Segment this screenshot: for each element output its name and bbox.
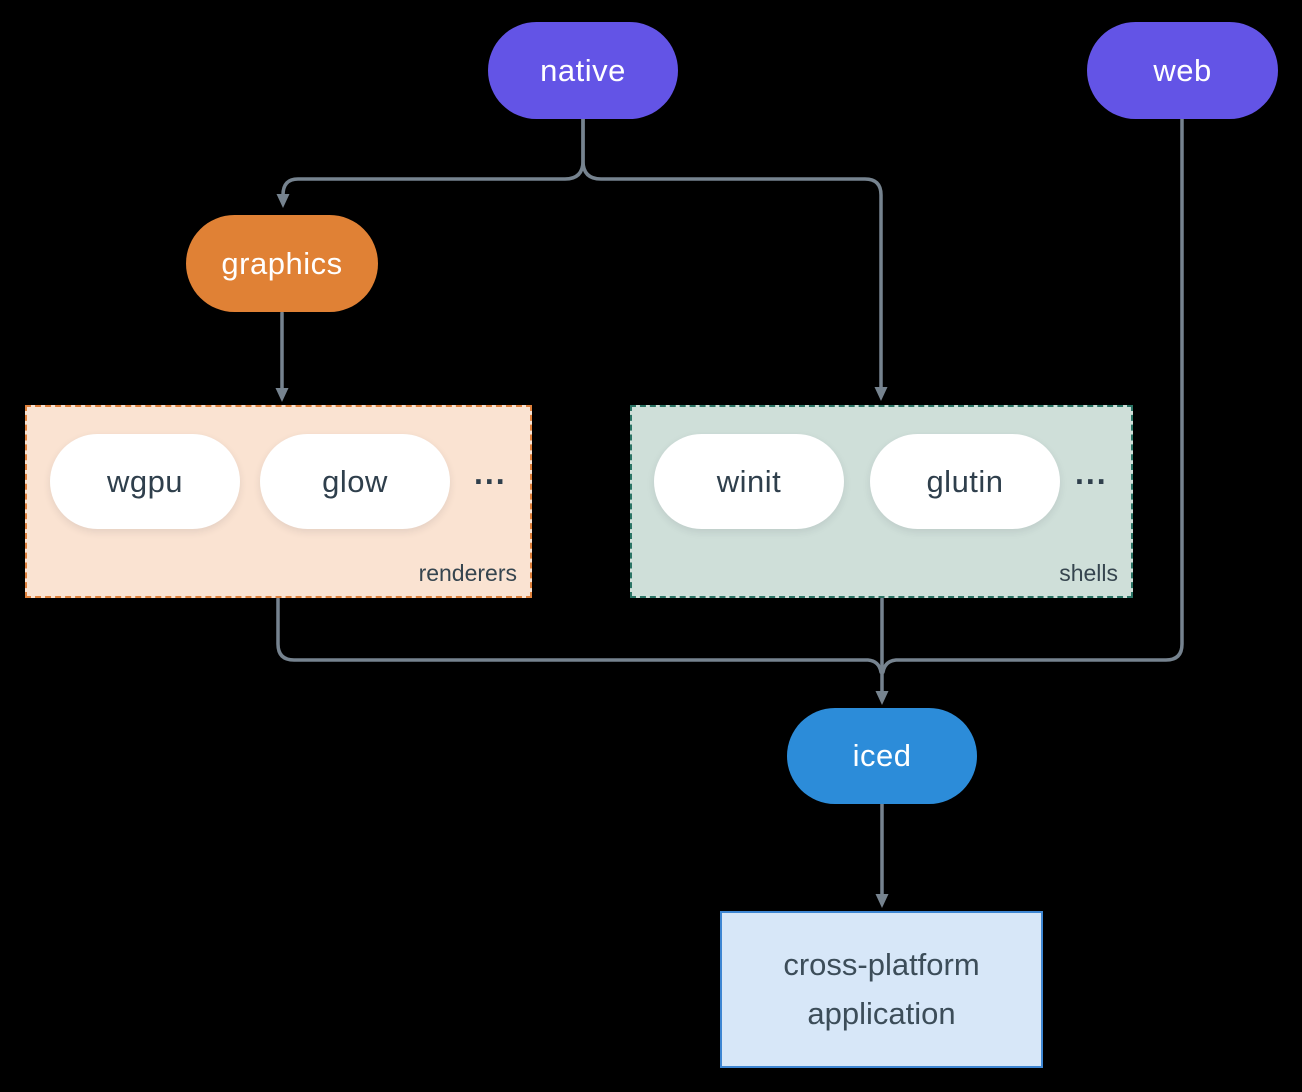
renderers-ellipsis: ... xyxy=(474,455,507,491)
node-native: native xyxy=(488,22,678,119)
connector-renderers-to-merge xyxy=(276,597,883,674)
node-wgpu: wgpu xyxy=(50,434,240,529)
shells-group-label: shells xyxy=(1059,560,1118,586)
node-cross-platform-application: cross-platform application xyxy=(720,911,1043,1068)
connector-native-to-graphics xyxy=(276,117,585,208)
app-label-line2: application xyxy=(807,995,956,1031)
group-shells: winit glutin ... shells xyxy=(630,405,1133,598)
node-glow: glow xyxy=(260,434,450,529)
node-graphics: graphics xyxy=(186,215,378,312)
node-winit: winit xyxy=(654,434,844,529)
node-iced: iced xyxy=(787,708,977,804)
renderers-group-label: renderers xyxy=(418,560,517,586)
node-web: web xyxy=(1087,22,1278,119)
group-renderers: wgpu glow ... renderers xyxy=(25,405,532,598)
node-glutin: glutin xyxy=(870,434,1060,529)
app-label-line1: cross-platform xyxy=(783,947,980,983)
shells-ellipsis: ... xyxy=(1075,455,1108,491)
connector-native-to-shells xyxy=(581,117,888,401)
